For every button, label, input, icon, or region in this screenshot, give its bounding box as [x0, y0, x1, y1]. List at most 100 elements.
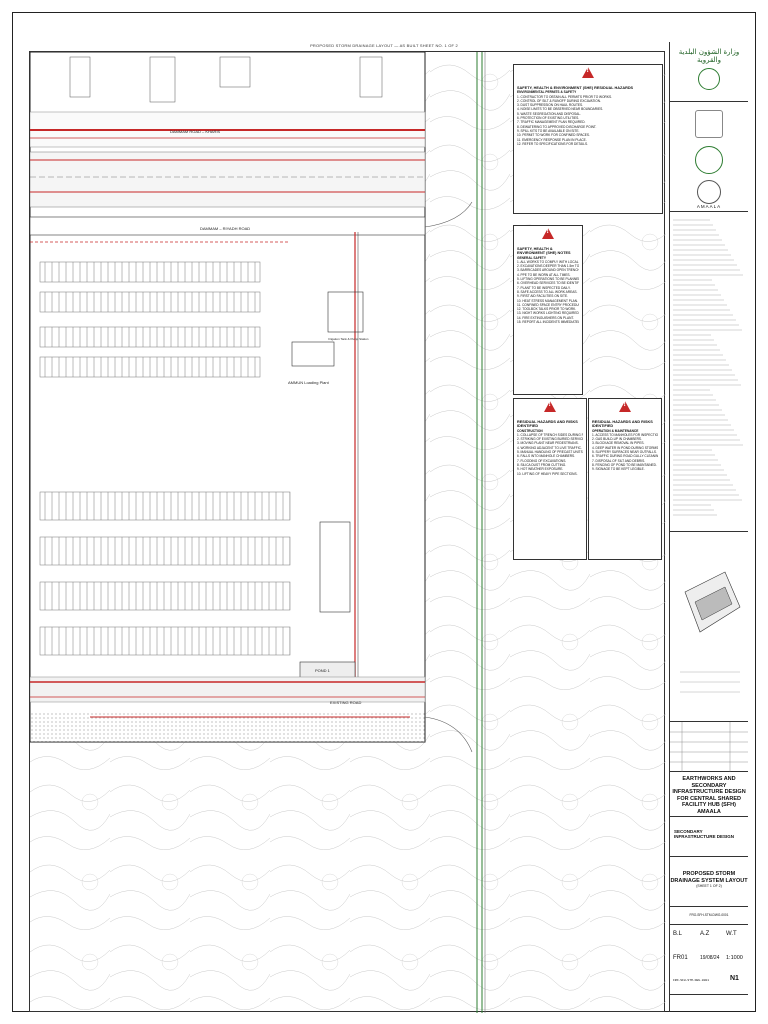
warning-icon — [619, 401, 631, 412]
hse-note-line: 2. GAS BUILD-UP IN CHAMBERS. — [592, 437, 642, 442]
drawing-number-top: FRO-SFH-STM-DWG-0001 — [670, 907, 748, 925]
revision-code: FR01 — [673, 955, 688, 961]
amaala-logo-icon — [697, 180, 721, 204]
label-road-south: EXISTING ROAD — [330, 700, 362, 705]
hse-note-line: 9. SIGNAGE TO BE KEPT LEGIBLE. — [592, 467, 645, 472]
sheet-note: (SHEET 1 OF 2) — [696, 884, 722, 888]
hse-note-line: 7. PLANT TO BE INSPECTED DAILY. — [517, 285, 571, 290]
hse-panel-3-title: RESIDUAL HAZARDS AND RISKS IDENTIFIED — [517, 420, 578, 429]
amaala-logo-text: AMAALA — [696, 204, 722, 209]
title-block: وزارة الشؤون البلدية والقروية AMAALA — [669, 42, 748, 1012]
hse-note-line: 15. REPORT ALL INCIDENTS IMMEDIATELY. — [517, 320, 579, 325]
hse-note-line: 7. TRAFFIC MANAGEMENT PLAN REQUIRED. — [517, 120, 586, 125]
hse-note-line: 11. EMERGENCY RESPONSE PLAN IN PLACE. — [517, 137, 587, 142]
hse-panel-3-subtitle: CONSTRUCTION — [517, 428, 543, 433]
signature-grid: B.L A.Z W.T FR01 19/08/24 1:1000 FRO-SFH… — [670, 925, 748, 995]
hse-note-line: 10. LIFTING OF HEAVY PIPE SECTIONS. — [517, 471, 578, 476]
hse-note-line: 1. COLLAPSE OF TRENCH SIDES DURING PIPE … — [517, 432, 583, 437]
north-road-corridor — [30, 111, 426, 236]
warning-icon — [542, 228, 554, 239]
date: 19/08/24 — [700, 955, 720, 961]
key-plan-box — [670, 532, 748, 722]
hse-panel-4-lines: 1. ACCESS TO MANHOLES FOR INSPECTION.2. … — [592, 433, 658, 472]
parking-block-south — [39, 491, 291, 656]
client-emblem-icon — [698, 68, 720, 90]
hse-note-line: 5. LIFTING OPERATIONS TO BE PLANNED. — [517, 277, 579, 282]
hse-note-line: 1. ACCESS TO MANHOLES FOR INSPECTION. — [592, 432, 658, 437]
hse-note-line: 3. BARRICADES AROUND OPEN TRENCHES. — [517, 268, 579, 273]
project-title: EARTHWORKS AND SECONDARY INFRASTRUCTURE … — [670, 772, 748, 817]
parking-block-north — [30, 241, 290, 378]
hse-panel-1-lines: 1. CONTRACTOR TO OBTAIN ALL PERMITS PRIO… — [517, 95, 659, 147]
hse-note-line: 6. FALLS INTO MANHOLE CHAMBERS. — [517, 454, 576, 459]
hse-note-line: 12. TOOLBOX TALKS PRIOR TO WORK. — [517, 307, 577, 312]
hse-note-line: 5. WASTE SEGREGATION AND DISPOSAL. — [517, 111, 581, 116]
hse-panel-4-title: RESIDUAL HAZARDS AND RISKS IDENTIFIED — [592, 420, 653, 429]
sheet-code: B.L — [673, 931, 683, 937]
hse-panel-2-lines: 1. ALL WORKS TO COMPLY WITH LOCAL REGULA… — [517, 260, 579, 324]
hse-note-line: 3. DUST SUPPRESSION ON HAUL ROUTES. — [517, 103, 584, 108]
discipline: SECONDARY INFRASTRUCTURE DESIGN — [670, 817, 748, 857]
hse-note-line: 9. SPILL KITS TO BE AVAILABLE ON SITE. — [517, 128, 580, 133]
hse-note-line: 4. PPE TO BE WORN AT ALL TIMES. — [517, 272, 571, 277]
hse-note-line: 1. CONTRACTOR TO OBTAIN ALL PERMITS PRIO… — [517, 94, 612, 99]
top-structures — [69, 56, 383, 103]
storm-main-vertical — [291, 232, 364, 692]
client-arabic-name: وزارة الشؤون البلدية والقروية — [678, 48, 740, 64]
hse-note-line: 10. HEAT STRESS MANAGEMENT PLAN. — [517, 298, 578, 303]
hse-note-line: 4. WORKING ADJACENT TO LIVE TRAFFIC. — [517, 445, 582, 450]
hse-note-line: 2. EXCAVATIONS DEEPER THAN 1.5m TO BE SH… — [517, 264, 579, 269]
hse-note-line: 2. STRIKING OF EXISTING BURIED SERVICES. — [517, 437, 583, 442]
hse-note-line: 7. DISPOSAL OF SILT AND DEBRIS. — [592, 458, 646, 463]
label-road-mid: DAMMAM – RIYADH ROAD — [200, 226, 251, 231]
hse-panel-4: RESIDUAL HAZARDS AND RISKS IDENTIFIED OP… — [588, 398, 662, 560]
hse-note-line: 6. TRAFFIC DURING ROAD GULLY CLEANING. — [592, 454, 658, 459]
hse-note-line: 7. FLOODING OF EXCAVATIONS. — [517, 458, 567, 463]
drawing-title: PROPOSED STORM DRAINAGE SYSTEM LAYOUT — [670, 871, 748, 884]
partner-logos-box: AMAALA — [670, 102, 748, 212]
hse-panel-1-title: SAFETY, HEALTH & ENVIRONMENT (SHE) RESID… — [517, 86, 634, 90]
hse-note-line: 3. MOVING PLANT NEAR PEDESTRIANS. — [517, 441, 579, 446]
hse-panel-1-subtitle: ENVIRONMENTAL PERMITS & SAFETY — [517, 90, 577, 95]
general-notes-box — [670, 212, 748, 532]
hse-note-line: 4. DEEP WATER IN POND DURING STORMS. — [592, 445, 658, 450]
drawing-title-box: PROPOSED STORM DRAINAGE SYSTEM LAYOUT (S… — [670, 857, 748, 907]
drawing-area: DAMMAM ROAD – KHARIS DAMMAM – RIYADH ROA… — [29, 51, 666, 1013]
revision-table — [670, 722, 748, 772]
hse-note-line: 6. PROTECTION OF EXISTING UTILITIES. — [517, 116, 580, 121]
general-notes-lines — [673, 219, 743, 516]
hse-panel-2-title: SAFETY, HEALTH & ENVIRONMENT (SHE) NOTES — [517, 247, 571, 256]
hse-note-line: 10. PERMIT TO WORK FOR CONFINED SPACES. — [517, 133, 590, 138]
drawing-number: FRO-SFH-STM-DWG-0001 — [673, 979, 710, 982]
hse-note-line: 13. NIGHT WORKS LIGHTING REQUIRED. — [517, 311, 579, 316]
hse-note-line: 6. OVERHEAD SERVICES TO BE IDENTIFIED. — [517, 281, 579, 286]
east-road — [424, 52, 486, 1013]
hse-note-line: 9. HOT WEATHER EXPOSURE. — [517, 467, 564, 472]
hse-panel-2: SAFETY, HEALTH & ENVIRONMENT (SHE) NOTES… — [513, 225, 583, 395]
label-pond: POND 1 — [315, 668, 330, 673]
drawn-by: A.Z — [700, 931, 710, 937]
client-logo-box: وزارة الشؤون البلدية والقروية — [670, 42, 748, 102]
label-ugt: AMMUN Loading Plant — [288, 380, 329, 385]
hse-note-line: 8. FENCING OF POND TO BE MAINTAINED. — [592, 462, 657, 467]
label-irrigation: Irrigation Tank & Pump Station — [328, 337, 369, 341]
scale: 1:1000 — [726, 955, 743, 961]
hse-note-line: 8. SAFE ACCESS TO ALL WORK AREAS. — [517, 289, 578, 294]
top-note: PROPOSED STORM DRAINAGE LAYOUT — AS BUIL… — [310, 43, 458, 48]
partner-logo-icon — [695, 110, 723, 138]
hse-note-line: 9. FIRST AID FACILITIES ON SITE. — [517, 294, 568, 299]
hse-note-line: 1. ALL WORKS TO COMPLY WITH LOCAL REGULA… — [517, 259, 579, 264]
hse-note-line: 4. NOISE LIMITS TO BE OBSERVED NEAR BOUN… — [517, 107, 604, 112]
hse-note-line: 8. SILICA DUST FROM CUTTING. — [517, 462, 567, 467]
hse-panel-1: SAFETY, HEALTH & ENVIRONMENT (SHE) RESID… — [513, 64, 663, 214]
seal-icon — [695, 146, 723, 174]
sheet-number: N1 — [730, 975, 739, 982]
south-road-corridor — [30, 676, 426, 742]
hse-panel-2-subtitle: GENERAL SAFETY — [517, 255, 546, 260]
hse-note-line: 2. CONTROL OF SILT & RUNOFF DURING EXCAV… — [517, 98, 601, 103]
checked-by: W.T — [726, 931, 737, 937]
hse-note-line: 11. CONFINED SPACE ENTRY PROCEDURES. — [517, 302, 579, 307]
hse-note-line: 5. SLIPPERY SURFACES NEAR OUTFALLS. — [592, 450, 657, 455]
hse-note-line: 8. DEWATERING TO APPROVED DISCHARGE POIN… — [517, 124, 597, 129]
warning-icon — [544, 401, 556, 412]
